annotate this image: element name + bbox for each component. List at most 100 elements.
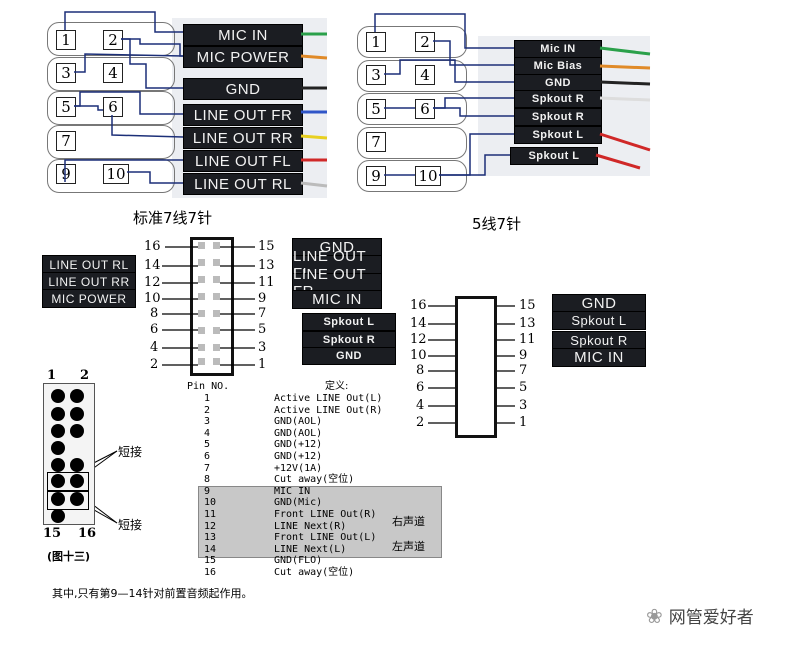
pin-pair-frame	[357, 26, 467, 58]
pin-number: 13	[519, 316, 536, 331]
pin-table-pin: 7	[204, 462, 211, 474]
pin-label: 1	[366, 32, 386, 52]
pin-table-pin: 12	[204, 520, 217, 532]
pin-number: 7	[258, 306, 267, 321]
watermark-text: 网管爱好者	[668, 608, 754, 628]
jumper-pin	[51, 458, 65, 472]
pin-label: 9	[56, 164, 76, 184]
pin-label: 10	[415, 166, 441, 186]
pin-header-right	[455, 296, 497, 438]
wire-label: GND	[183, 78, 303, 100]
pin-table-pin: 3	[204, 416, 211, 428]
pin-label: 3	[56, 63, 76, 83]
pin-number: 5	[258, 322, 267, 337]
pin-table-def: GND(FLO)	[274, 555, 323, 567]
pin-table-def: MIC IN	[274, 485, 311, 497]
pin-number: 1	[258, 357, 267, 372]
pin-number: 15	[519, 298, 536, 313]
pin-number: 15	[258, 239, 275, 254]
pin-number: 13	[258, 258, 275, 273]
pin-number: 16	[144, 239, 161, 254]
pin-table-pin: 15	[204, 555, 217, 567]
pin-label: 7	[366, 132, 386, 152]
short-label: 短接	[118, 518, 143, 532]
wire-label: Spkout R	[514, 108, 602, 126]
pin-number: 16	[410, 298, 427, 313]
highlight-box	[198, 486, 442, 558]
pin-pair-frame	[47, 22, 175, 56]
pin-table-pin: 6	[204, 451, 211, 462]
pin-pair-frame	[47, 57, 175, 91]
pin-table-pin: 5	[204, 439, 211, 451]
jumper-pin	[51, 474, 65, 488]
pin-number: 9	[258, 291, 267, 306]
pin-table-def: Active LINE Out(L)	[274, 393, 383, 404]
jumper-bottom-label: 15	[43, 526, 62, 541]
jumper-pin	[51, 424, 65, 438]
pin-label: 4	[103, 63, 123, 83]
pin-number: 12	[144, 275, 161, 290]
pin-table-def: GND(AOL)	[274, 416, 323, 428]
middle-label: GND	[302, 347, 396, 365]
pin-table-def: Front LINE Out(L)	[274, 532, 377, 544]
pin-number: 9	[519, 348, 528, 363]
jumper-pin	[51, 389, 65, 403]
pin-label: 6	[103, 97, 123, 117]
pin-table-pin: 11	[204, 509, 217, 520]
pin-table-pin: 10	[204, 497, 217, 509]
pin-table-pin: 16	[204, 567, 217, 578]
pin-number: 12	[410, 332, 427, 347]
pin-table-pin: 1	[204, 393, 211, 404]
right-side-label: Spkout L	[552, 311, 646, 330]
pin-number: 14	[410, 316, 427, 331]
pin-pair-frame	[47, 125, 175, 159]
pin-table-pin: 2	[204, 404, 211, 416]
pin-label: 1	[56, 30, 76, 50]
pin-label: 7	[56, 131, 76, 151]
jumper-pin	[51, 492, 65, 506]
pin-label: 10	[103, 164, 129, 184]
pin-label: 5	[366, 99, 386, 119]
pin-header-left	[190, 237, 234, 376]
pin-table-def: Active LINE Out(R)	[274, 404, 383, 416]
pin-number: 6	[150, 322, 159, 337]
wire-label: Spkout L	[510, 147, 598, 165]
pin-table-def: LINE Next(L)	[274, 543, 347, 555]
jumper-pin	[70, 458, 84, 472]
wire-label: LINE OUT FR	[183, 104, 303, 126]
figure-caption: (图十三)	[47, 550, 91, 563]
pin-label: 2	[103, 30, 123, 50]
pin-table-pin: 9	[204, 485, 211, 497]
table-header-pin: Pin NO.	[187, 381, 230, 392]
jumper-pin	[51, 441, 65, 455]
wire-label: MIC IN	[183, 24, 303, 46]
pin-table-pin: 13	[204, 532, 217, 544]
left-channel-label: 左声道	[392, 540, 425, 553]
jumper-pin	[51, 509, 65, 523]
pin-number: 11	[258, 275, 275, 290]
pin-table-def: GND(Mic)	[274, 497, 323, 509]
pin-label: 6	[415, 99, 435, 119]
pin-number: 4	[150, 340, 159, 355]
pin-number: 7	[519, 363, 528, 378]
pin-pair-frame	[357, 160, 467, 192]
pin-number: 8	[150, 306, 159, 321]
right-channel-label: 右声道	[392, 515, 425, 528]
jumper-pin	[70, 424, 84, 438]
pin-label: 9	[366, 166, 386, 186]
jumper-cap	[47, 490, 89, 510]
pin-label: 2	[415, 32, 435, 52]
pin-number: 10	[144, 291, 161, 306]
jumper-cap	[47, 472, 89, 492]
pin-table-def: GND(+12)	[274, 451, 323, 462]
pin-table-def: LINE Next(R)	[274, 520, 347, 532]
pin-table-pin: 8	[204, 474, 211, 486]
wire-label: Spkout L	[514, 126, 602, 144]
pin-label: 4	[415, 65, 435, 85]
pin-number: 3	[258, 340, 267, 355]
wire-label: LINE OUT RR	[183, 127, 303, 149]
jumper-pin	[70, 474, 84, 488]
pin-table-def: Cut away(空位)	[274, 567, 355, 578]
jumper-top-label: 2	[80, 368, 90, 383]
